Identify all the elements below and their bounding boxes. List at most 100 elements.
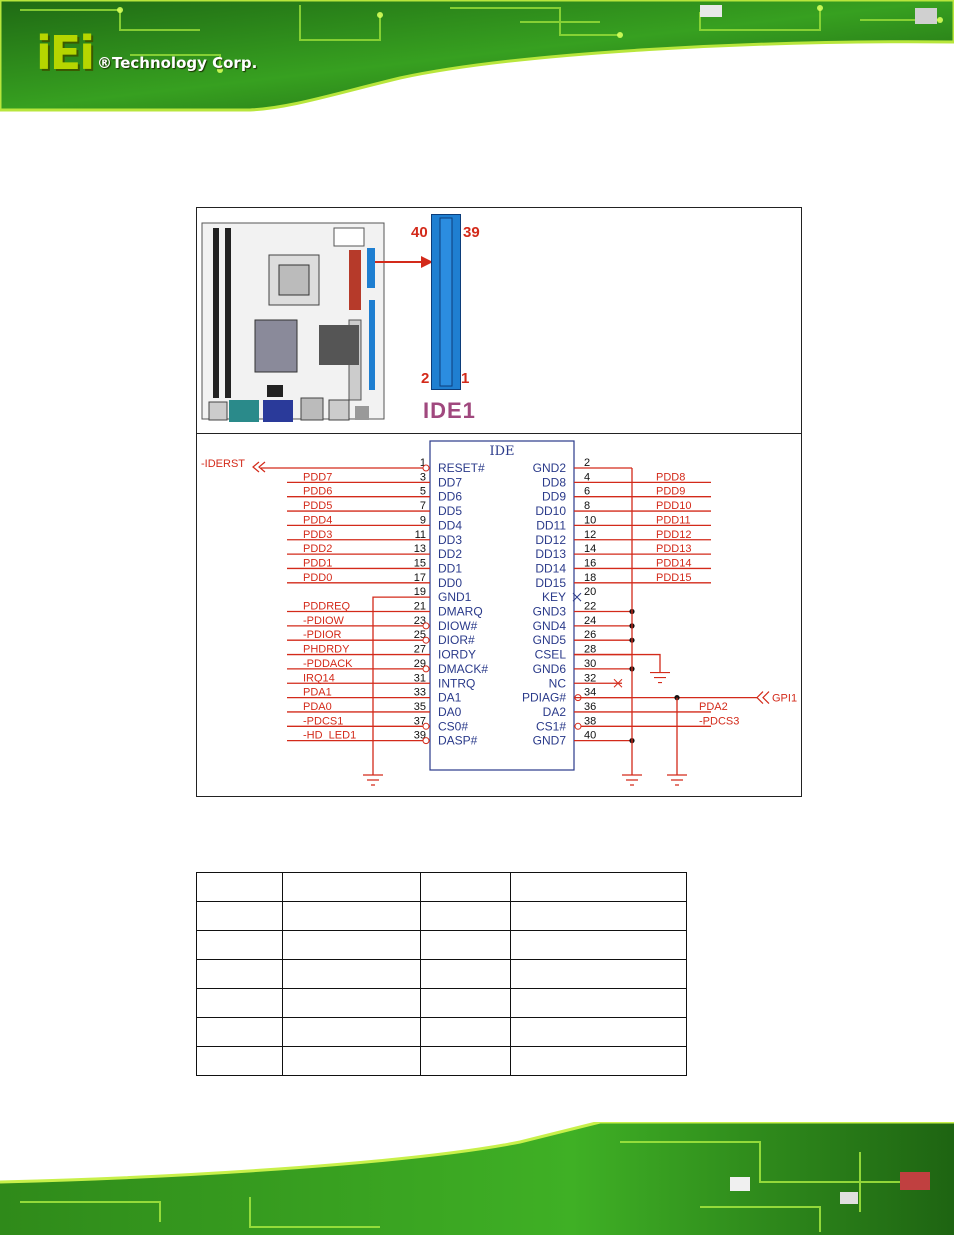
left-pin-number: 37 xyxy=(414,715,426,727)
left-pin-number: 31 xyxy=(414,672,426,684)
right-net-label: PDD14 xyxy=(656,557,691,569)
iderst-signal-label: -IDERST xyxy=(201,458,245,470)
right-pin-number: 26 xyxy=(584,629,596,641)
active-low-bubble xyxy=(422,722,430,730)
right-pin-name: DD15 xyxy=(535,576,566,590)
left-pin-name: CS0# xyxy=(438,719,468,733)
table-cell xyxy=(195,901,284,931)
table-cell xyxy=(282,1046,422,1076)
table-cell xyxy=(195,930,284,960)
ide-chip-title: IDE xyxy=(489,444,514,459)
right-net-label: PDD15 xyxy=(656,572,691,584)
table-cell xyxy=(282,901,422,931)
left-net-label: PDD0 xyxy=(303,572,332,584)
left-pin-number: 33 xyxy=(414,687,426,699)
right-pin-name: DD9 xyxy=(542,490,566,504)
table-cell xyxy=(195,959,284,989)
right-net-label: PDA2 xyxy=(699,701,728,713)
table-cell xyxy=(509,959,688,989)
left-pin-number: 17 xyxy=(414,572,426,584)
table-cell xyxy=(420,988,511,1018)
left-net-label: -PDCS1 xyxy=(303,715,343,727)
table-cell xyxy=(420,901,511,931)
iderst-arrow xyxy=(252,461,266,473)
left-pin-number: 39 xyxy=(414,730,426,742)
right-net-label: PDD8 xyxy=(656,471,685,483)
right-pin-number: 28 xyxy=(584,644,596,656)
table-cell xyxy=(282,930,422,960)
right-pin-number: 36 xyxy=(584,701,596,713)
active-low-bubble xyxy=(422,622,430,630)
left-pin-name: DD3 xyxy=(438,533,462,547)
right-pin-number: 22 xyxy=(584,601,596,613)
left-pin-name: DIOW# xyxy=(438,619,478,633)
left-pin-name: DMARQ xyxy=(438,605,483,619)
left-pin-number: 13 xyxy=(414,543,426,555)
csel-wire xyxy=(574,653,661,673)
left-pin-name: DD2 xyxy=(438,547,462,561)
right-pin-name: GND5 xyxy=(533,633,567,647)
table-cell xyxy=(509,872,688,902)
right-pin-name: GND2 xyxy=(533,461,567,475)
left-pin-name: DA1 xyxy=(438,691,462,705)
table-row xyxy=(195,901,688,931)
right-pin-number: 20 xyxy=(584,586,596,598)
pin-2-label: 2 xyxy=(421,370,430,387)
right-pin-number: 8 xyxy=(584,500,590,512)
right-net-label: -PDCS3 xyxy=(699,715,739,727)
active-low-bubble xyxy=(422,464,430,472)
figure-divider xyxy=(197,433,801,434)
left-net-label: PHDRDY xyxy=(303,644,350,656)
left-pin-number: 7 xyxy=(420,500,426,512)
pointer-arrow xyxy=(375,256,433,268)
right-pin-number: 38 xyxy=(584,715,596,727)
gnd1-wire xyxy=(372,596,430,775)
right-pin-number: 30 xyxy=(584,658,596,670)
left-net-label: PDA0 xyxy=(303,701,332,713)
right-pin-number: 16 xyxy=(584,557,596,569)
table-cell xyxy=(195,1046,284,1076)
table-row xyxy=(195,1017,688,1047)
left-pin-name: DD5 xyxy=(438,504,462,518)
header-circuit-banner xyxy=(0,0,954,112)
right-pin-name: GND3 xyxy=(533,605,567,619)
right-pin-number: 6 xyxy=(584,486,590,498)
right-pin-number: 40 xyxy=(584,730,596,742)
logo-mark: iEi xyxy=(36,26,95,80)
active-low-bubble xyxy=(422,665,430,673)
table-cell xyxy=(420,959,511,989)
right-pin-name: DD10 xyxy=(535,504,566,518)
left-net-label: IRQ14 xyxy=(303,672,335,684)
left-pin-name: DD1 xyxy=(438,561,462,575)
right-pin-number: 32 xyxy=(584,672,596,684)
ide1-connector-graphic xyxy=(431,214,461,390)
table-cell xyxy=(420,930,511,960)
table-row xyxy=(195,1046,688,1076)
right-pin-name: DD8 xyxy=(542,475,566,489)
right-pin-number: 34 xyxy=(584,687,596,699)
left-net-label: PDD7 xyxy=(303,471,332,483)
left-pin-number: 15 xyxy=(414,557,426,569)
right-pin-number: 14 xyxy=(584,543,596,555)
left-pin-number: 19 xyxy=(414,586,426,598)
table-cell xyxy=(282,988,422,1018)
table-cell xyxy=(420,1046,511,1076)
right-pin-name: PDIAG# xyxy=(522,691,566,705)
left-pin-name: DMACK# xyxy=(438,662,488,676)
left-pin-number: 27 xyxy=(414,644,426,656)
left-pin-name: DD6 xyxy=(438,490,462,504)
right-pin-name: CSEL xyxy=(535,648,567,662)
connector-name: IDE1 xyxy=(423,398,476,423)
left-pin-name: GND1 xyxy=(438,590,472,604)
left-pin-name: DIOR# xyxy=(438,633,475,647)
table-row xyxy=(195,959,688,989)
right-pin-number: 10 xyxy=(584,514,596,526)
left-pin-number: 23 xyxy=(414,615,426,627)
right-pin-name: DD13 xyxy=(535,547,566,561)
table-row xyxy=(195,872,688,902)
table-cell xyxy=(420,1017,511,1047)
left-net-label: PDD5 xyxy=(303,500,332,512)
right-pin-name: GND4 xyxy=(533,619,567,633)
left-net-label: PDD3 xyxy=(303,529,332,541)
